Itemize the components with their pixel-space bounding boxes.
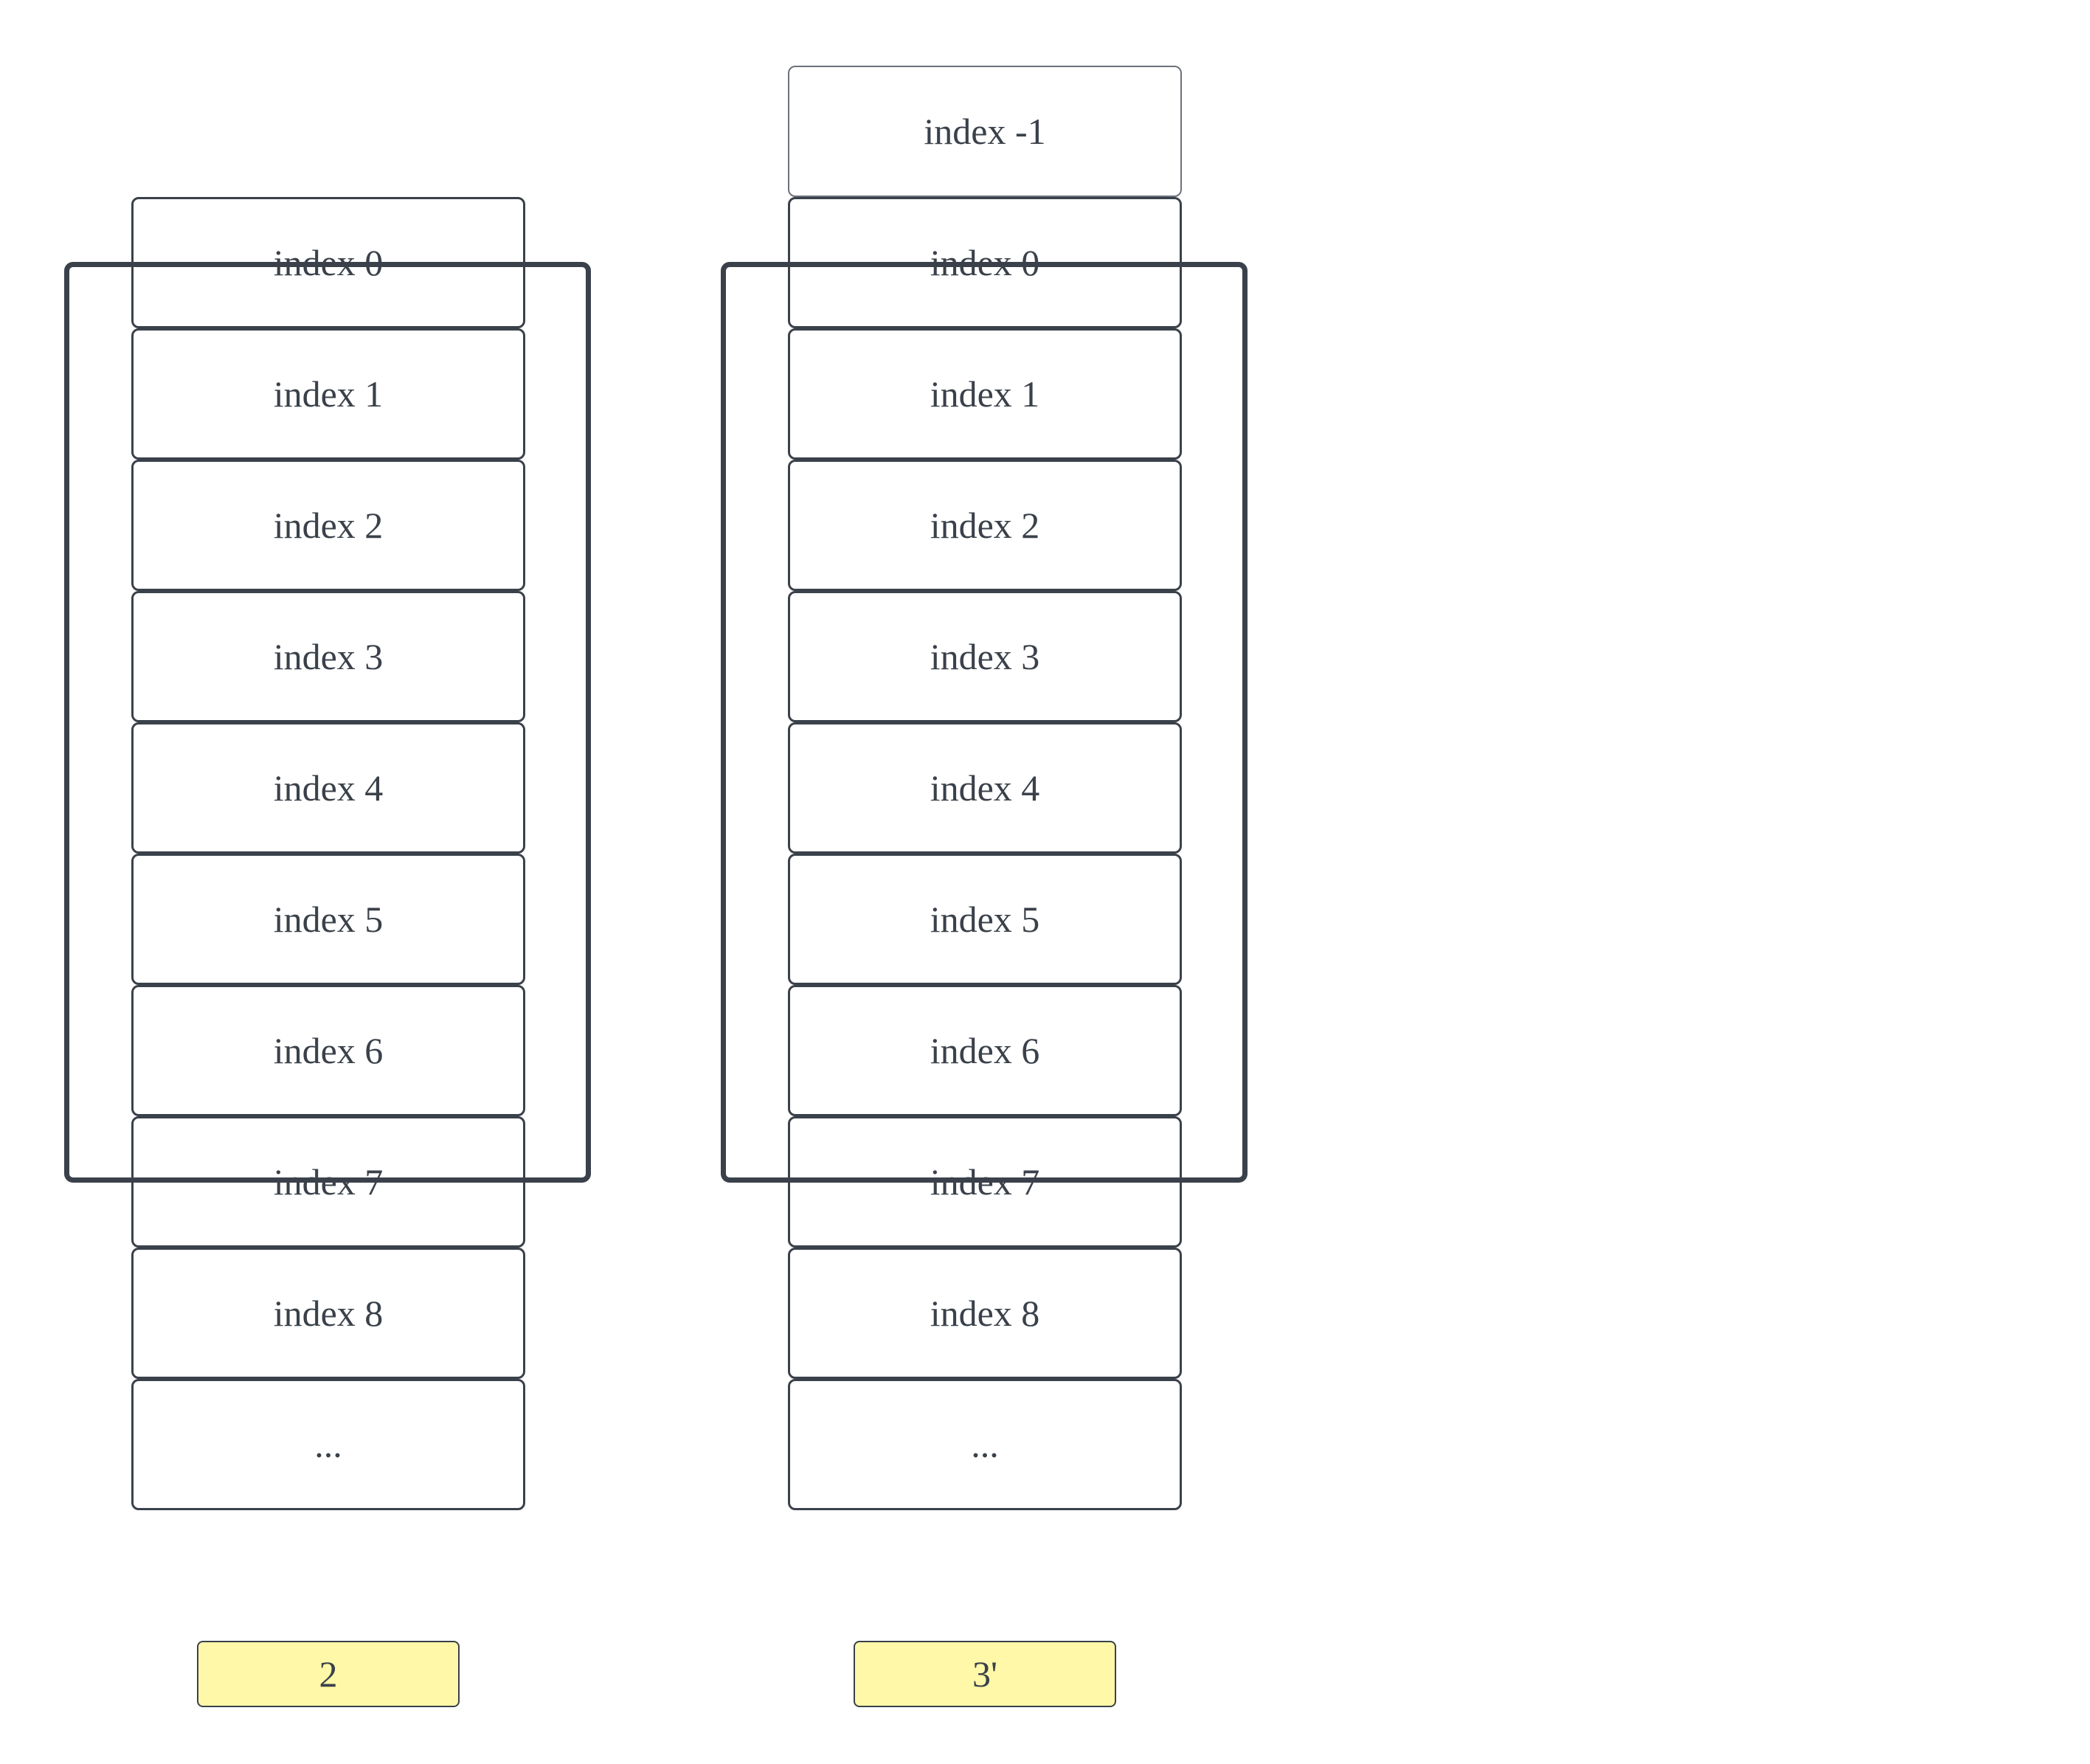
array-cell-ellipsis: ... (131, 1379, 525, 1510)
array-cell: index 0 (788, 197, 1182, 328)
left-column-tag: 2 (197, 1641, 460, 1707)
cell-label: index 8 (273, 1293, 384, 1334)
array-cell: index 1 (788, 328, 1182, 460)
right-array-column: index -1 index 0 index 1 index 2 index 3… (788, 0, 1186, 1764)
tag-label: 3' (972, 1653, 997, 1695)
array-cell: index 8 (788, 1248, 1182, 1379)
cell-label: index 5 (930, 899, 1040, 940)
array-cell: index 7 (788, 1116, 1182, 1248)
array-cell: index 0 (131, 197, 525, 328)
cell-label: index 6 (273, 1030, 384, 1071)
cell-label: index 7 (930, 1161, 1040, 1203)
array-cell: index 5 (788, 854, 1182, 985)
cell-label: ... (971, 1424, 999, 1465)
cell-label: index 4 (273, 767, 384, 809)
cell-label: index 0 (930, 242, 1040, 283)
array-cell: index 7 (131, 1116, 525, 1248)
cell-label: index 5 (273, 899, 384, 940)
array-cell: index 8 (131, 1248, 525, 1379)
array-cell: index 3 (131, 591, 525, 722)
array-cell: index 4 (131, 722, 525, 854)
array-cell: index 6 (131, 985, 525, 1116)
cell-label: index 1 (930, 373, 1040, 415)
cell-label: index 2 (930, 505, 1040, 546)
array-cell-ellipsis: ... (788, 1379, 1182, 1510)
array-cell: index 3 (788, 591, 1182, 722)
cell-label: index 7 (273, 1161, 384, 1203)
array-cell: index 4 (788, 722, 1182, 854)
cell-label: index 6 (930, 1030, 1040, 1071)
array-cell: index 5 (131, 854, 525, 985)
cell-label: index 3 (273, 636, 384, 677)
array-cell-extra: index -1 (788, 66, 1182, 197)
cell-label: index 4 (930, 767, 1040, 809)
array-cell: index 2 (788, 460, 1182, 591)
cell-label: index 1 (273, 373, 384, 415)
cell-label: index 0 (273, 242, 384, 283)
tag-label: 2 (319, 1653, 338, 1695)
cell-label: ... (314, 1424, 342, 1465)
cell-label: index 2 (273, 505, 384, 546)
array-cell: index 2 (131, 460, 525, 591)
array-cell: index 1 (131, 328, 525, 460)
cell-label: index -1 (924, 111, 1046, 152)
left-array-column: index 0 index 1 index 2 index 3 index 4 … (131, 0, 530, 1764)
array-cell: index 6 (788, 985, 1182, 1116)
right-column-tag: 3' (854, 1641, 1116, 1707)
cell-label: index 3 (930, 636, 1040, 677)
cell-label: index 8 (930, 1293, 1040, 1334)
